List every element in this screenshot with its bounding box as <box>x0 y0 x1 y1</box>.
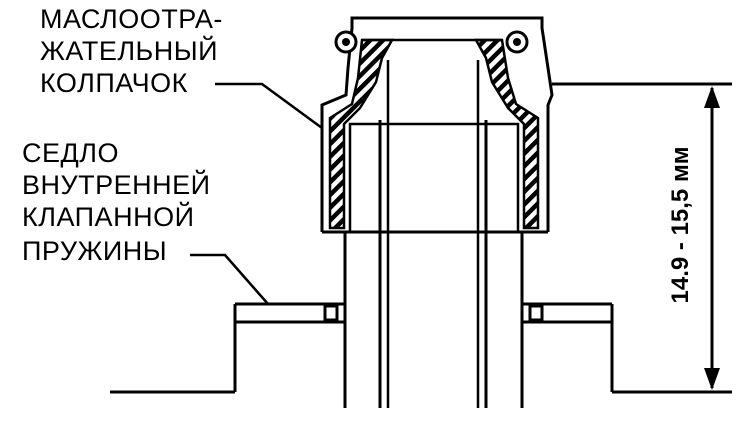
spring-seat-plate <box>233 302 700 394</box>
garter-spring-right <box>505 30 529 54</box>
dimension-arrow-top <box>704 86 720 108</box>
valve-guide <box>343 120 524 408</box>
valve-stem <box>386 60 480 408</box>
seat-leader-line <box>190 253 269 305</box>
seat-label-line3: КЛАПАННОЙ <box>22 202 195 232</box>
seal-label-line3: КОЛПАЧОК <box>40 68 188 98</box>
seat-label-line1: СЕДЛО <box>22 138 120 168</box>
dimension-marker <box>552 82 732 394</box>
oil-seal-cap <box>320 16 554 234</box>
seat-label-line2: ВНУТРЕННЕЙ <box>22 170 211 200</box>
seat-label-line4: ПРУЖИНЫ <box>22 236 168 266</box>
garter-spring-left <box>334 30 358 54</box>
dimension-arrow-bottom <box>704 368 720 390</box>
seal-leader-line <box>215 82 323 130</box>
dimension-value-label: 14.9 - 15,5 мм <box>667 146 694 304</box>
seal-label-line1: МАСЛООТРА- <box>40 4 223 34</box>
seal-label-line2: ЖАТЕЛЬНЫЙ <box>40 36 219 66</box>
